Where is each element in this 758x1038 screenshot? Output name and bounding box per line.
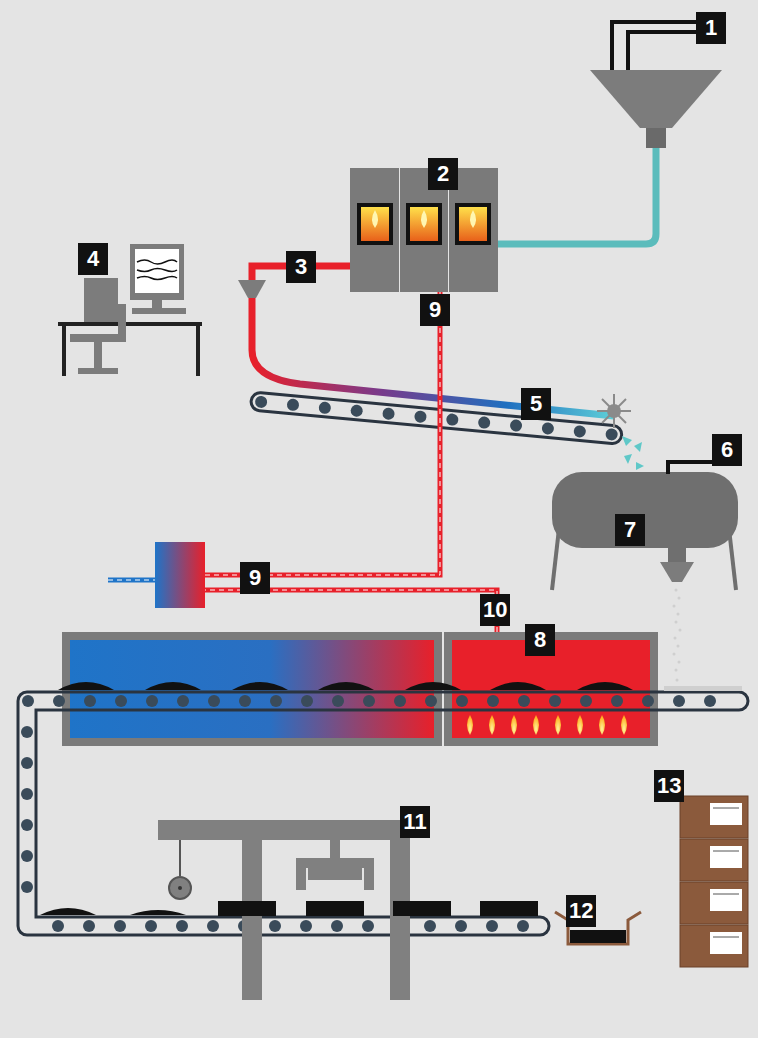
roller <box>177 695 189 707</box>
roller <box>52 920 64 932</box>
callout-number: 3 <box>286 251 316 283</box>
callout-number: 13 <box>654 770 684 802</box>
roller <box>486 920 498 932</box>
callout-number: 11 <box>400 806 430 838</box>
roller <box>207 920 219 932</box>
roller <box>83 920 95 932</box>
roller <box>549 695 561 707</box>
roller <box>21 850 33 862</box>
roller <box>517 920 529 932</box>
roller <box>704 695 716 707</box>
roller <box>84 695 96 707</box>
callout-number: 12 <box>566 895 596 927</box>
roller <box>487 695 499 707</box>
roller <box>21 757 33 769</box>
roller <box>176 920 188 932</box>
roller <box>239 695 251 707</box>
roller <box>21 726 33 738</box>
callout-number: 2 <box>428 158 458 190</box>
roller <box>146 695 158 707</box>
roller <box>270 695 282 707</box>
roller <box>145 920 157 932</box>
roller <box>22 695 34 707</box>
callout-number: 6 <box>712 434 742 466</box>
roller <box>208 695 220 707</box>
roller <box>115 695 127 707</box>
roller <box>362 920 374 932</box>
roller <box>455 920 467 932</box>
callout-number: 5 <box>521 388 551 420</box>
roller <box>456 695 468 707</box>
roller <box>518 695 530 707</box>
roller <box>53 695 65 707</box>
callout-number: 1 <box>696 12 726 44</box>
callout-number: 9 <box>240 562 270 594</box>
roller <box>424 920 436 932</box>
callout-number: 8 <box>525 624 555 656</box>
callout-number: 7 <box>615 514 645 546</box>
roller <box>611 695 623 707</box>
roller <box>642 695 654 707</box>
roller <box>114 920 126 932</box>
roller <box>21 788 33 800</box>
roller <box>673 695 685 707</box>
roller <box>331 920 343 932</box>
roller <box>301 695 313 707</box>
roller <box>332 695 344 707</box>
roller <box>21 881 33 893</box>
roller <box>300 920 312 932</box>
roller <box>363 695 375 707</box>
roller <box>269 920 281 932</box>
callout-number: 4 <box>78 243 108 275</box>
roller <box>580 695 592 707</box>
callout-number: 9 <box>420 294 450 326</box>
roller <box>21 819 33 831</box>
callout-number: 10 <box>480 594 510 626</box>
roller <box>425 695 437 707</box>
roller <box>394 695 406 707</box>
